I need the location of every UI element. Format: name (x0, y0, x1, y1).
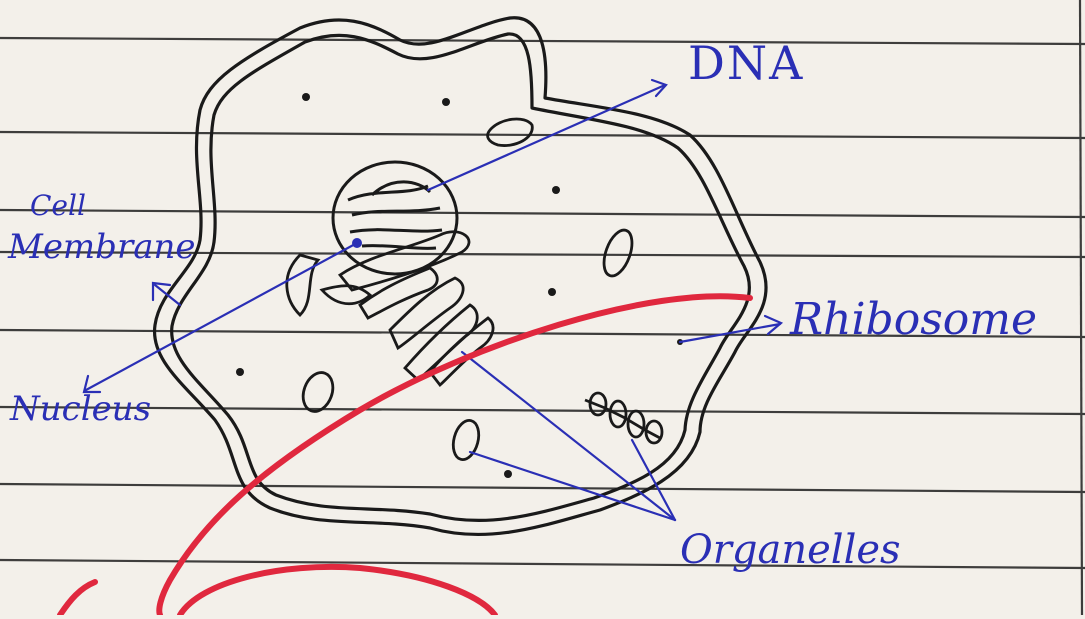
membrane-inner-outline (172, 34, 750, 521)
nucleus (333, 162, 457, 274)
granule (236, 368, 244, 376)
cell-label: Cell (30, 192, 86, 220)
membrane-pointer (155, 285, 180, 305)
organelles-pointer (462, 352, 675, 520)
margin-line (1080, 0, 1082, 615)
cytoplasm-granules (236, 93, 683, 478)
granule (302, 93, 310, 101)
ruled-line (0, 484, 1085, 492)
organelles-label: Organelles (680, 530, 901, 570)
ruled-line (0, 132, 1085, 138)
cell-membrane (155, 18, 767, 535)
golgi-body (585, 400, 660, 438)
red-stroke-loop (180, 567, 495, 615)
ruled-line (0, 407, 1085, 414)
ruled-line (0, 210, 1085, 217)
ruled-line (0, 560, 1085, 568)
red-stroke-fragment (60, 582, 95, 615)
er-fold (390, 278, 463, 348)
membrane-label: Membrane (8, 230, 195, 264)
granule (442, 98, 450, 106)
vesicle (599, 226, 638, 279)
ribosome-label: Rhibosome (790, 298, 1037, 342)
nucleus-outline (333, 162, 457, 274)
vesicle (488, 119, 533, 146)
er-fold (287, 255, 318, 315)
dna-pointer (428, 85, 665, 190)
granule (504, 470, 512, 478)
granule (548, 288, 556, 296)
dna-label: DNA (688, 40, 804, 86)
nucleus-label: Nucleus (10, 392, 151, 426)
membrane-outer-outline (155, 18, 767, 535)
ribosome-pointer (680, 324, 780, 342)
granule (552, 186, 560, 194)
